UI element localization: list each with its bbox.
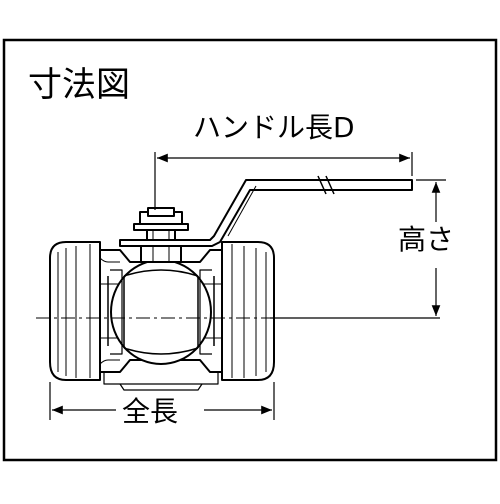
diagram-border: [2, 38, 498, 462]
handle-length-dimension: [154, 152, 413, 210]
height-label: 高さ: [398, 223, 455, 256]
total-length-label: 全長: [122, 395, 179, 428]
diagram-title: 寸法図: [28, 65, 130, 105]
handle-length-label: ハンドル長D: [193, 111, 355, 144]
height-dimension: [416, 179, 446, 316]
total-length-dimension: [49, 382, 275, 420]
valve-drawing: [49, 175, 413, 391]
